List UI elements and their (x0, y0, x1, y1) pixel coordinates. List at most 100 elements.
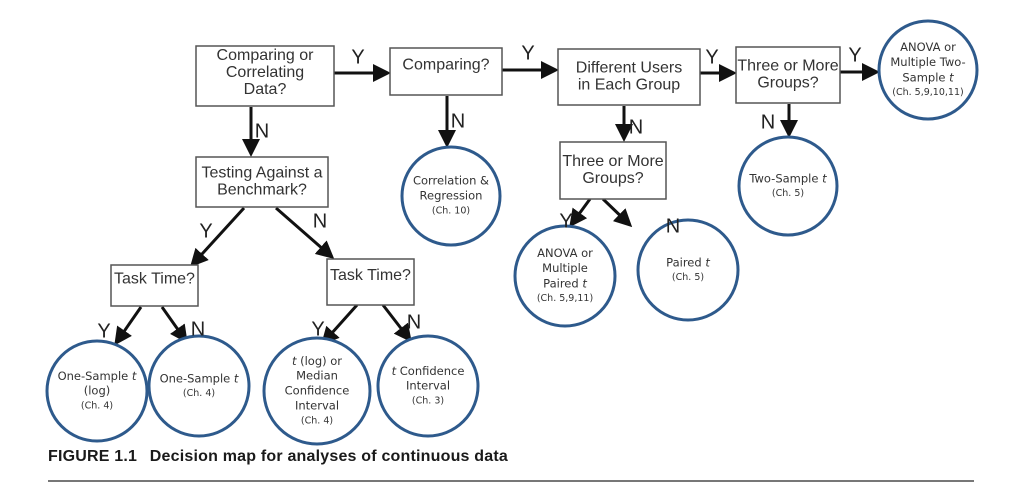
result-text: Interval (295, 399, 339, 413)
result-text: Correlation & (413, 174, 489, 188)
decision-box-task-time-left: Task Time? (110, 264, 199, 307)
edge-label-no: N (407, 311, 421, 333)
result-text: Multiple (542, 261, 588, 275)
arrow-three-or-more-mid-to-anova-paired (569, 198, 592, 228)
result-circle-one-sample-log: One-Sample t(log) (Ch. 4) (45, 339, 149, 443)
decision-text: Three or More (737, 58, 838, 75)
result-text: One-Sample t (160, 371, 239, 385)
result-text: Median (296, 369, 338, 383)
chapter-reference: (Ch. 5) (772, 188, 804, 199)
arrow-task-time-left-to-one-sample-log (114, 306, 143, 346)
edge-label-yes: Y (351, 46, 364, 68)
decision-text: Task Time? (114, 271, 195, 288)
chapter-reference: (Ch. 3) (412, 396, 444, 407)
result-circle-correlation-regression: Correlation &Regression (Ch. 10) (400, 145, 502, 247)
decision-box-task-time-right: Task Time? (326, 258, 415, 306)
decision-text: Different Users (576, 60, 682, 77)
chapter-reference: (Ch. 5,9,11) (537, 293, 593, 304)
arrow-task-time-right-to-t-log-median (320, 303, 359, 346)
decision-text: Testing Against a (202, 165, 323, 182)
result-circle-outline (376, 334, 480, 438)
result-circle-outline (45, 339, 149, 443)
decision-text: Comparing? (402, 57, 489, 74)
decision-box-outline (559, 141, 667, 200)
decision-box-outline (326, 258, 415, 306)
decision-text: in Each Group (578, 77, 680, 94)
decision-text: Data? (244, 81, 287, 98)
chapter-reference: (Ch. 4) (183, 388, 215, 399)
result-circle-outline (877, 19, 979, 121)
result-text: Paired t (543, 276, 587, 290)
decision-text: Benchmark? (217, 182, 307, 199)
decision-text: Groups? (757, 75, 818, 92)
decision-text: Task Time? (330, 267, 411, 284)
chapter-reference: (Ch. 5) (672, 272, 704, 283)
result-text: Confidence (285, 384, 350, 398)
arrow-testing-benchmark-to-task-time-right (275, 206, 335, 259)
chapter-reference: (Ch. 4) (301, 416, 333, 427)
decision-box-outline (195, 156, 329, 208)
result-circle-outline (262, 336, 372, 446)
result-text: Multiple Two- (890, 55, 965, 69)
result-text: ANOVA or (900, 40, 956, 54)
result-text: Sample t (902, 70, 954, 84)
result-text: t Confidence (392, 364, 465, 378)
decision-box-outline (389, 47, 503, 96)
edge-label-no: N (191, 318, 205, 340)
decision-text: Groups? (582, 170, 643, 187)
chapter-reference: (Ch. 4) (81, 401, 113, 412)
edge-label-yes: Y (559, 210, 572, 232)
decision-text: Correlating (226, 64, 304, 81)
edge-label-no: N (451, 110, 465, 132)
result-circle-outline (737, 135, 839, 237)
edge-label-yes: Y (848, 44, 861, 66)
arrow-task-time-left-to-one-sample (160, 306, 188, 344)
edge-label-yes: Y (199, 220, 212, 242)
result-text: (log) (84, 384, 111, 398)
edge-label-yes: Y (705, 46, 718, 68)
decision-text: Three or More (562, 153, 663, 170)
edge-label-yes: Y (521, 42, 534, 64)
result-text: t (log) or (292, 354, 342, 368)
edge-label-yes: Y (97, 320, 110, 342)
edge-label-no: N (629, 116, 643, 138)
caption-divider (48, 480, 974, 482)
decision-box-outline (110, 264, 199, 307)
edge-label-no: N (761, 111, 775, 133)
decision-text: Comparing or (217, 47, 315, 64)
figure-number: FIGURE 1.1 (48, 448, 138, 465)
edge-label-no: N (313, 210, 327, 232)
result-circle-two-sample-t: Two-Sample t(Ch. 5) (737, 135, 839, 237)
chapter-reference: (Ch. 5,9,10,11) (892, 87, 963, 98)
result-text: ANOVA or (537, 246, 593, 260)
result-circle-paired-t: Paired t (Ch. 5) (636, 218, 740, 322)
decision-box-outline (195, 45, 335, 107)
result-text: Paired t (666, 255, 710, 269)
result-circle-outline (636, 218, 740, 322)
arrow-testing-benchmark-to-task-time-left (189, 206, 246, 268)
decision-box-comparing: Comparing? (389, 47, 503, 96)
decision-box-outline (557, 48, 701, 106)
result-text: Interval (406, 379, 450, 393)
result-circle-outline (400, 145, 502, 247)
decision-box-outline (735, 46, 841, 104)
result-text: Regression (420, 189, 483, 203)
figure-caption: FIGURE 1.1 Decision map for analyses of … (48, 448, 508, 466)
result-circle-one-sample: One-Sample t (Ch. 4) (147, 334, 251, 438)
edge-label-yes: Y (311, 318, 324, 340)
result-circle-outline (513, 224, 617, 328)
result-text: One-Sample t (58, 369, 137, 383)
arrow-task-time-right-to-t-confidence (381, 304, 412, 343)
arrow-three-or-more-mid-to-paired-t (601, 197, 633, 228)
chapter-reference: (Ch. 10) (432, 206, 470, 217)
